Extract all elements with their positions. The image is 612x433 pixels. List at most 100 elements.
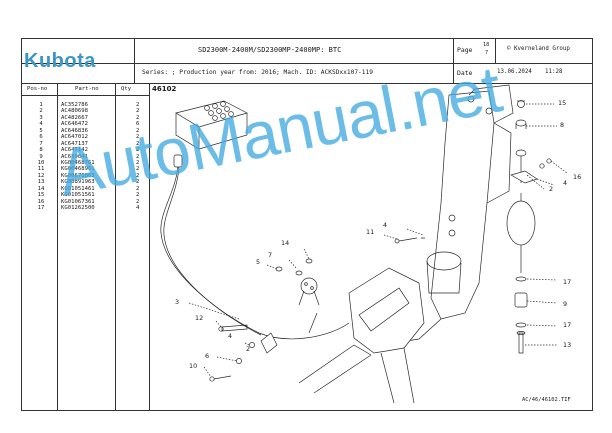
table-cell-part: AC646836: [61, 127, 88, 134]
damper-drawing: [506, 100, 552, 354]
callout-14: 14: [281, 239, 290, 247]
table-cell-qty: 4: [136, 205, 140, 211]
table-cell-part: KG00468961: [61, 166, 95, 173]
table-cell-qty: 2: [136, 185, 140, 192]
table-cell-part: AC647142: [61, 147, 88, 154]
table-cell-part: AC352786: [61, 102, 88, 108]
page-company-divider: [495, 38, 496, 63]
table-cell-qty: 2: [136, 134, 140, 141]
table-cell-part: KG00891963: [61, 179, 95, 186]
page-title: SD2300M-2400M/SD2300MP-2400MP: BTC: [198, 46, 342, 54]
date-label: Date: [457, 69, 473, 77]
callout-7: 7: [268, 251, 273, 259]
drawing-number: 46102: [152, 85, 177, 93]
sheet-frame: [21, 38, 593, 411]
table-cell-pos: 4: [39, 121, 43, 128]
kubota-logo: Kubota: [24, 50, 96, 72]
drawing-reference: AC/46/46102.TIF: [522, 397, 571, 403]
header-divider: [21, 63, 593, 64]
table-diagram-divider: [149, 83, 150, 411]
col-pos-header: Pos-no: [27, 86, 48, 92]
series-line: Series: ; Production year from: 2016; Ma…: [142, 69, 373, 76]
page-number: 18: [483, 42, 490, 48]
time-value: 11:28: [545, 69, 563, 75]
table-cell-qty: 2: [136, 166, 140, 173]
callout-4-mid: 4: [383, 221, 388, 229]
callout-17-upper: 17: [563, 278, 572, 286]
col-part-header: Part-no: [75, 86, 99, 92]
callout-2-low: 2: [246, 345, 251, 353]
table-cell-pos: 13: [37, 179, 45, 186]
table-cell-pos: 1: [39, 102, 43, 108]
callout-11: 11: [366, 228, 375, 236]
table-cell-pos: 10: [37, 159, 45, 166]
table-cell-part: AC482667: [61, 114, 88, 121]
table-cell-pos: 5: [39, 127, 43, 134]
callout-8: 8: [560, 121, 565, 129]
table-cell-qty: 2: [136, 172, 140, 179]
table-cell-pos: 9: [39, 153, 43, 160]
callout-9: 9: [563, 300, 568, 308]
callout-6: 6: [205, 352, 210, 360]
company-label: © Kverneland Group: [507, 46, 570, 52]
callout-leaders: [188, 103, 568, 378]
table-cell-pos: 12: [37, 172, 45, 179]
page-label: Page: [457, 46, 473, 54]
table-cell-qty: 2: [136, 153, 140, 160]
col-qty-header: Qty: [121, 86, 132, 92]
page-total: 7: [485, 50, 489, 56]
logo-divider: [134, 38, 135, 83]
date-value: 13.06.2024: [497, 69, 532, 75]
callout-2-right: 2: [549, 185, 554, 193]
table-cell-pos: 6: [39, 134, 43, 141]
table-cell-pos: 17: [37, 205, 45, 211]
callout-15: 15: [558, 99, 567, 107]
callout-5: 5: [256, 258, 261, 266]
table-cell-part: KG01051461: [61, 185, 95, 192]
callout-12: 12: [195, 314, 204, 322]
table-cell-part: AC647137: [61, 140, 88, 147]
table-cell-pos: 16: [37, 198, 45, 205]
table-header-line: [21, 95, 149, 96]
callout-4-low: 4: [228, 332, 233, 340]
table-cell-pos: 14: [37, 185, 45, 192]
table-cell-part: KG00468761: [61, 159, 95, 166]
table-cell-part: AC647012: [61, 134, 88, 141]
table-cell-pos: 3: [39, 114, 43, 121]
callout-17-lower: 17: [563, 321, 572, 329]
callout-10: 10: [189, 362, 198, 370]
table-cell-part: KG01067361: [61, 198, 95, 205]
table-cell-part: AC646472: [61, 121, 88, 128]
table-cell-qty: 2: [136, 140, 140, 147]
title-page-divider: [453, 38, 454, 83]
table-cell-qty: 2: [136, 127, 140, 134]
table-cell-part: AC689041: [61, 153, 88, 160]
table-cell-pos: 15: [37, 192, 45, 199]
pos-part-divider: [57, 83, 58, 411]
callout-3: 3: [175, 298, 180, 306]
table-cell-qty: 2: [136, 159, 140, 166]
table-cell-qty: 2: [136, 192, 140, 199]
table-cell-pos: 8: [39, 147, 43, 154]
table-cell-qty: 6: [136, 121, 140, 128]
table-cell-qty: 2: [136, 147, 140, 154]
table-cell-part: KG00671863: [61, 172, 95, 179]
header-bottom-line: [21, 83, 593, 84]
callout-13: 13: [563, 341, 572, 349]
table-cell-part: KG01262500: [61, 205, 95, 211]
callout-16: 16: [573, 173, 582, 181]
table-cell-qty: 2: [136, 114, 140, 121]
control-box-drawing: [175, 100, 248, 150]
exploded-parts-diagram: [160, 84, 568, 404]
callout-4-right: 4: [563, 179, 568, 187]
table-cell-pos: 7: [39, 140, 43, 147]
table-cell-qty: 2: [136, 179, 140, 186]
table-cell-qty: 2: [136, 102, 140, 108]
table-cell-pos: 2: [39, 108, 43, 115]
part-qty-divider: [115, 83, 116, 411]
cable-drawing: [160, 154, 350, 340]
table-cell-part: AC480698: [61, 108, 88, 115]
